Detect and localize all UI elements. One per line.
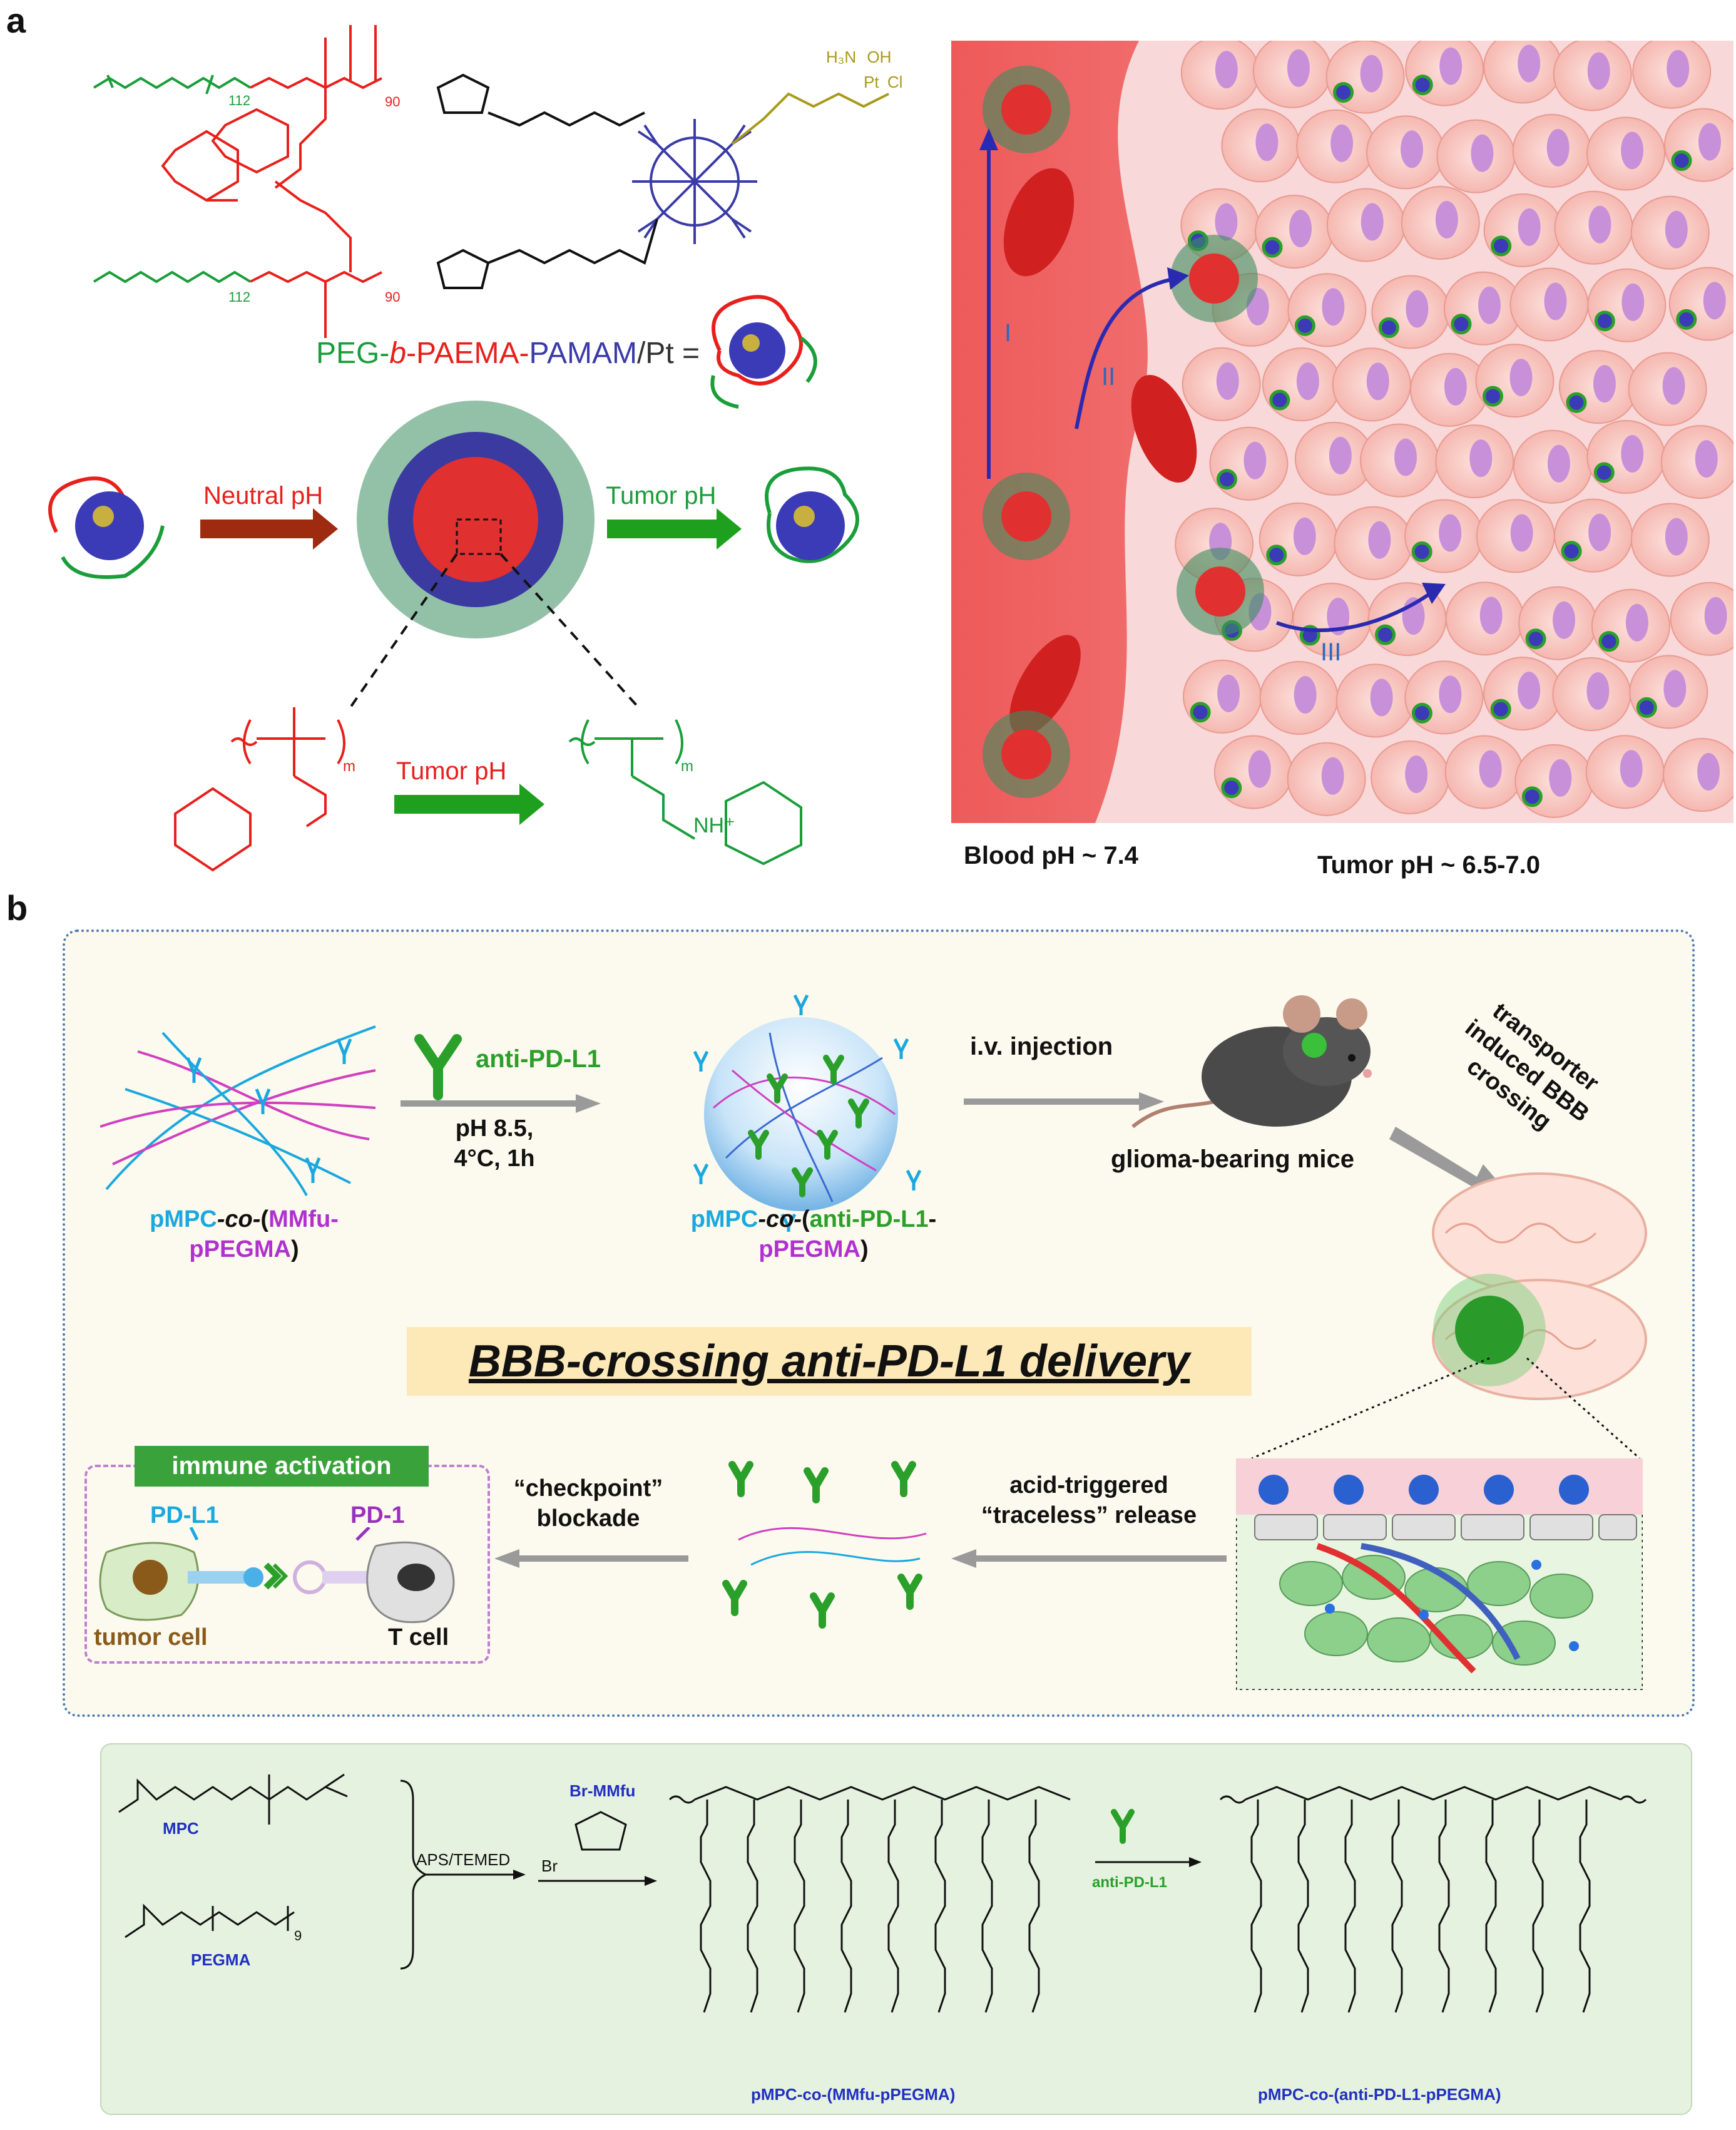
product1-label: pMPC-co-(MMfu-pPEGMA)	[751, 2085, 955, 2104]
reaction-conditions: pH 8.5, 4°C, 1h	[454, 1115, 535, 1172]
product2-label: pMPC-co-(anti-PD-L1-pPEGMA)	[1258, 2085, 1501, 2104]
tumor-ph-right-label: Tumor pH	[606, 482, 716, 509]
synthesis-antibody-icon	[1111, 1809, 1135, 1844]
anti-pd-l1-label-top: anti-PD-L1	[476, 1045, 601, 1073]
paema-chain-bottom	[211, 108, 382, 338]
peg-chain-top	[93, 74, 252, 95]
aps-temed-label: APS/TEMED	[416, 1850, 510, 1869]
synthesis-frame	[100, 1743, 1692, 2115]
iv-injection-arrow	[964, 1092, 1164, 1111]
blood-ph-caption: Blood pH ~ 7.4	[964, 842, 1138, 869]
checkpoint-label: “checkpoint” blockade	[513, 1475, 663, 1532]
synthesis-anti-pd-l1: anti-PD-L1	[1092, 1874, 1167, 1891]
tumor-cell-label: tumor cell	[94, 1624, 208, 1651]
br-mmfu-label: Br-MMfu	[569, 1781, 635, 1800]
tumor-cells	[1175, 41, 1733, 818]
paema-chain-top	[161, 25, 382, 202]
pegma-label: PEGMA	[191, 1950, 251, 1969]
formula-label: PEG-b-PAEMA-PAMAM/Pt =	[316, 337, 700, 370]
micelle-large	[357, 401, 595, 638]
paema-n-top: 90	[385, 94, 400, 110]
antibody-icon	[414, 1034, 462, 1100]
bbb-tissue-zoom	[1236, 1458, 1643, 1690]
protonated-repeat-unit	[568, 719, 802, 866]
pt-linker	[731, 92, 889, 145]
panel-b-letter: b	[6, 888, 28, 928]
acid-release-label: acid-triggered “traceless” release	[981, 1472, 1197, 1528]
neutral-ph-label: Neutral pH	[203, 482, 323, 509]
polymer-strands-icon	[100, 1025, 376, 1196]
nanocapsule-icon	[693, 994, 922, 1232]
conjugate-icon-right	[765, 466, 859, 563]
immune-synapse-icon	[99, 1527, 455, 1624]
zoom-lines	[1252, 1357, 1640, 1460]
peg-n-bottom: 112	[228, 289, 250, 305]
repeat-m-right: m	[681, 758, 693, 775]
reaction-arrow-1	[401, 1034, 601, 1113]
route-I-label: I	[1004, 319, 1011, 347]
pd-1-label: PD-1	[350, 1502, 405, 1528]
pegma-n: 9	[294, 1928, 302, 1943]
panel-a-chemistry: 112 90 H₃N OH Pt Cl 112	[48, 25, 902, 872]
left-polymer-label: pMPC-co-(MMfu- pPEGMA)	[150, 1206, 339, 1262]
conjugate-icon-left	[48, 476, 165, 579]
route-arrows	[979, 128, 1446, 632]
linker-top	[436, 73, 645, 127]
br-label: Br	[541, 1856, 558, 1875]
acid-release-arrow	[951, 1549, 1227, 1568]
brain-icon	[1432, 1172, 1647, 1400]
route-III-label: III	[1320, 638, 1341, 666]
paema-n-bottom: 90	[385, 289, 400, 305]
conjugate-icon-top	[710, 295, 817, 409]
tumor-ph-arrow-bottom	[394, 784, 544, 825]
pd-l1-label: PD-L1	[150, 1502, 219, 1528]
mpc-label: MPC	[163, 1819, 199, 1838]
pt-complex-label: H₃N OH	[826, 48, 891, 66]
mid-polymer-label: pMPC-co-(anti-PD-L1- pPEGMA)	[690, 1206, 937, 1262]
synthesis-scheme: MPC 9 PEGMA APS/TEMED Br-MMfu Br pMPC-co…	[118, 1773, 1647, 2104]
tumor-ph-arrow-right	[607, 508, 742, 550]
linker-bottom	[436, 218, 658, 289]
mouse-icon	[1131, 995, 1372, 1129]
tumor-tissue-illustration: I II III	[951, 41, 1733, 823]
repeat-m-left: m	[343, 758, 355, 775]
t-cell-label: T cell	[388, 1624, 449, 1651]
immune-activation-label: immune activation	[135, 1446, 429, 1487]
pamam-dendrimer	[632, 119, 757, 244]
mice-label: glioma-bearing mice	[1111, 1145, 1354, 1173]
blood-nanoparticles	[983, 66, 1264, 798]
panel-a-letter: a	[6, 1, 26, 40]
bbb-banner: BBB-crossing anti-PD-L1 delivery	[407, 1327, 1252, 1396]
neutral-ph-arrow	[200, 508, 338, 550]
peg-n-top: 112	[228, 93, 250, 108]
tumor-ph-bottom-label: Tumor pH	[396, 757, 506, 785]
checkpoint-arrow	[494, 1549, 688, 1568]
tumor-ph-caption: Tumor pH ~ 6.5-7.0	[1317, 851, 1541, 879]
paema-repeat-unit	[174, 707, 345, 872]
peg-chain-bottom	[93, 270, 252, 284]
svg-text:Pt Cl: Pt Cl	[864, 73, 902, 91]
nh-plus-label: NH⁺	[693, 814, 735, 837]
route-II-label: II	[1101, 363, 1115, 391]
released-antibodies-icon	[722, 1461, 927, 1629]
iv-injection-label: i.v. injection	[970, 1033, 1113, 1060]
